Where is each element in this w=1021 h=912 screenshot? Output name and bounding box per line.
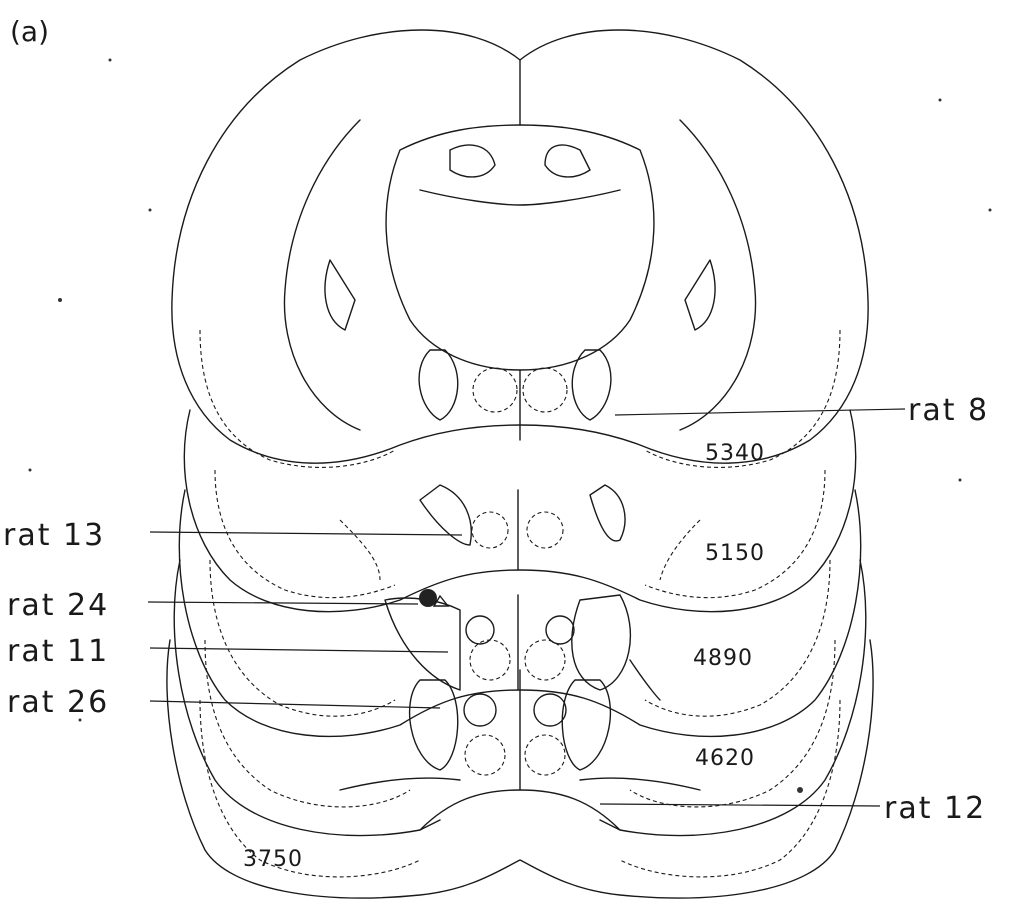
rat-label-8: rat 8 <box>908 393 989 428</box>
section-5340 <box>172 30 868 467</box>
rat-label-12: rat 12 <box>884 791 986 826</box>
section-label-5150: 5150 <box>705 541 765 566</box>
leader-rat24 <box>148 602 418 604</box>
leader-rat26 <box>150 701 440 708</box>
rat-label-13: rat 13 <box>3 518 105 553</box>
rat-label-11: rat 11 <box>7 634 109 669</box>
leader-rat8 <box>615 409 905 415</box>
section-label-4620: 4620 <box>695 746 755 771</box>
section-label-3750: 3750 <box>243 847 303 872</box>
leader-rat13 <box>150 532 462 535</box>
leader-rat12 <box>600 804 880 806</box>
section-label-4890: 4890 <box>693 646 753 671</box>
rat-label-26: rat 26 <box>7 685 109 720</box>
section-label-5340: 5340 <box>705 441 765 466</box>
panel-label: (a) <box>10 15 49 48</box>
rat-label-24: rat 24 <box>7 588 109 623</box>
leader-rat11 <box>150 648 448 652</box>
section-4620 <box>174 560 866 836</box>
lesion-marker-rat24 <box>419 589 448 607</box>
